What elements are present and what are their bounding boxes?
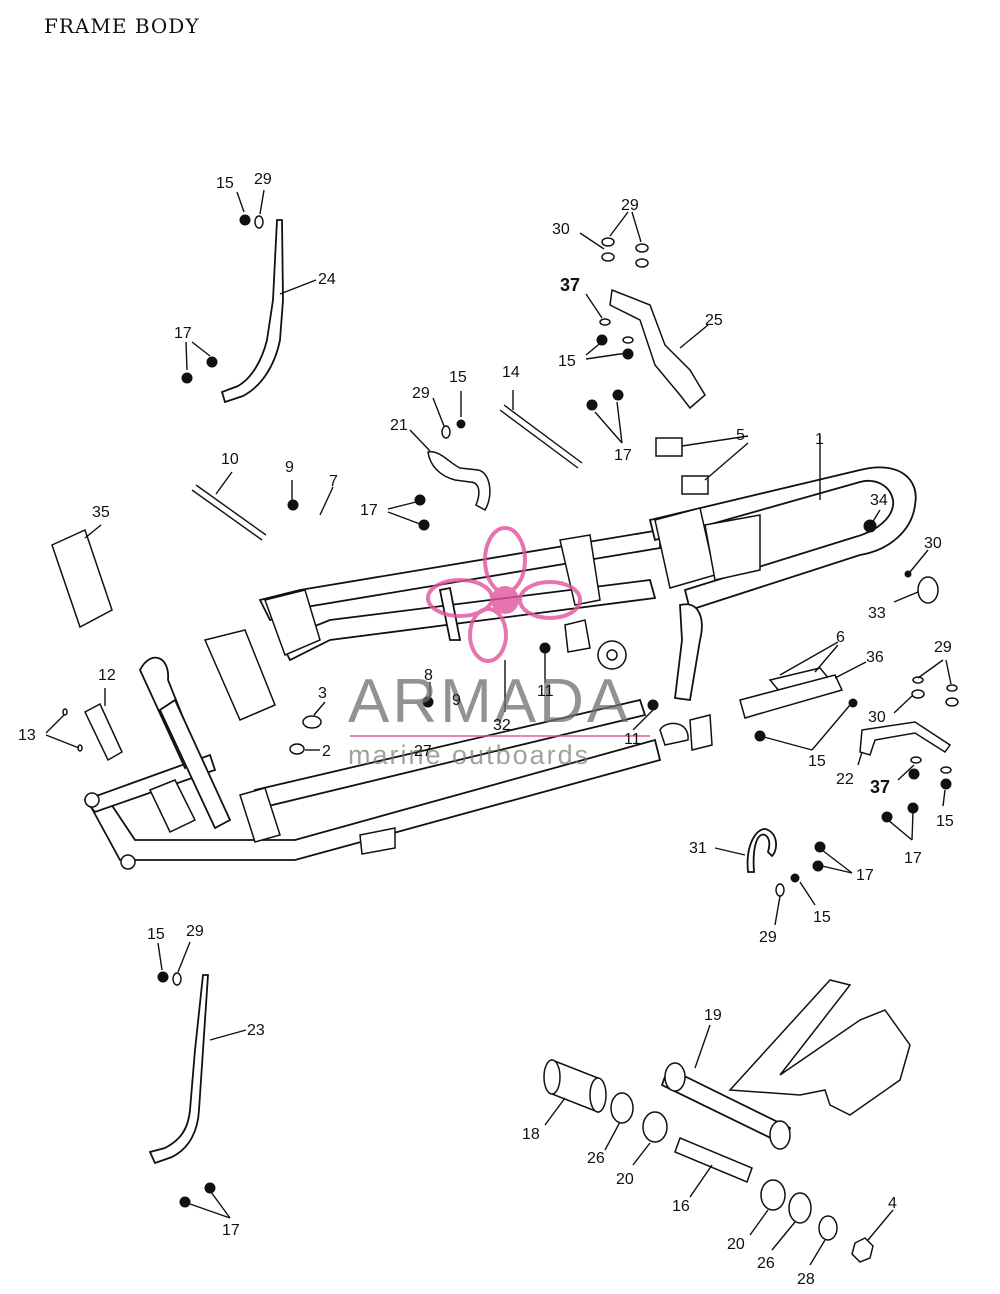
callout-12: 12	[98, 667, 116, 684]
callout-32: 32	[493, 717, 511, 734]
callout-6: 6	[836, 629, 845, 646]
cap-33	[917, 576, 939, 604]
plate-12	[84, 702, 123, 762]
swing-arm-19	[660, 979, 911, 1150]
callout-15: 15	[449, 369, 467, 386]
nut-4	[851, 1237, 874, 1263]
bolt-14	[499, 404, 583, 469]
callout-11: 11	[624, 731, 641, 748]
callout-29: 29	[186, 923, 204, 940]
callout-10: 10	[221, 451, 239, 468]
bolt-10	[191, 484, 267, 541]
watermark-flower-logo	[426, 526, 582, 663]
callout-28: 28	[797, 1271, 815, 1288]
callout-18: 18	[522, 1126, 540, 1143]
callout-17: 17	[174, 325, 192, 342]
seal-26	[610, 1092, 634, 1124]
callout-labels: 1234567899101111121314151515151515151617…	[18, 171, 954, 1288]
shaft-16	[674, 1137, 753, 1183]
callout-37: 37	[870, 777, 890, 797]
callout-17: 17	[614, 447, 632, 464]
callout-34: 34	[870, 492, 888, 509]
callout-15: 15	[216, 175, 234, 192]
callout-15: 15	[813, 909, 831, 926]
callout-13: 13	[18, 727, 36, 744]
callout-14: 14	[502, 364, 520, 381]
rod-23	[148, 974, 209, 1165]
bushing-20b	[760, 1179, 786, 1211]
callout-17: 17	[904, 850, 922, 867]
callout-29: 29	[412, 385, 430, 402]
rod-24	[220, 219, 284, 404]
callout-19: 19	[704, 1007, 722, 1024]
callout-17: 17	[360, 502, 378, 519]
callout-7: 7	[329, 473, 338, 490]
callout-17: 17	[222, 1222, 240, 1239]
bracket-21	[427, 451, 491, 512]
callout-15: 15	[558, 353, 576, 370]
leader-lines	[45, 189, 952, 1266]
callout-30: 30	[552, 221, 570, 238]
callout-25: 25	[705, 312, 723, 329]
callout-15: 15	[808, 753, 826, 770]
callout-9: 9	[285, 459, 294, 476]
ring-3	[302, 715, 322, 729]
callout-3: 3	[318, 685, 327, 702]
callout-27: 27	[414, 743, 432, 760]
callout-37: 37	[560, 275, 580, 295]
callout-30: 30	[868, 709, 886, 726]
bracket-25	[609, 288, 706, 410]
watermark-tagline: marine outboards	[348, 740, 590, 770]
callout-2: 2	[322, 743, 331, 760]
callout-5: 5	[736, 427, 745, 444]
callout-35: 35	[92, 504, 110, 521]
callout-1: 1	[815, 431, 824, 448]
callout-11: 11	[537, 683, 554, 700]
callout-29: 29	[621, 197, 639, 214]
sleeve-18	[543, 1058, 607, 1114]
callout-29: 29	[934, 639, 952, 656]
callout-8: 8	[424, 667, 433, 684]
callout-9: 9	[452, 692, 461, 709]
callout-21: 21	[390, 417, 408, 434]
washer-28	[818, 1215, 838, 1241]
callout-24: 24	[318, 271, 336, 288]
page-title: FRAME BODY	[44, 14, 200, 38]
watermark-brand: ARMADA	[348, 667, 631, 736]
bracket-22	[859, 721, 952, 756]
callout-30: 30	[924, 535, 942, 552]
callout-29: 29	[254, 171, 272, 188]
plate-35	[51, 528, 113, 629]
callout-17: 17	[856, 867, 874, 884]
main-frame	[83, 466, 917, 870]
callout-29: 29	[759, 929, 777, 946]
callout-15: 15	[936, 813, 954, 830]
callout-20: 20	[616, 1171, 634, 1188]
callout-20: 20	[727, 1236, 745, 1253]
seal-26b	[788, 1192, 812, 1224]
callout-33: 33	[868, 605, 886, 622]
callout-22: 22	[836, 771, 854, 788]
callout-23: 23	[247, 1022, 265, 1039]
callout-15: 15	[147, 926, 165, 943]
callout-4: 4	[888, 1195, 897, 1212]
bracket-31	[746, 828, 777, 873]
rubber-mount-5	[655, 437, 709, 495]
callout-26: 26	[587, 1150, 605, 1167]
callout-26: 26	[757, 1255, 775, 1272]
watermark: ARMADA marine outboards	[348, 526, 650, 770]
callout-31: 31	[689, 840, 707, 857]
callout-16: 16	[672, 1198, 690, 1215]
bushing-20	[642, 1111, 668, 1143]
watermark-underline	[350, 735, 650, 737]
part-6b	[739, 674, 844, 719]
hardware-fasteners	[62, 214, 959, 1208]
callout-36: 36	[866, 649, 884, 666]
